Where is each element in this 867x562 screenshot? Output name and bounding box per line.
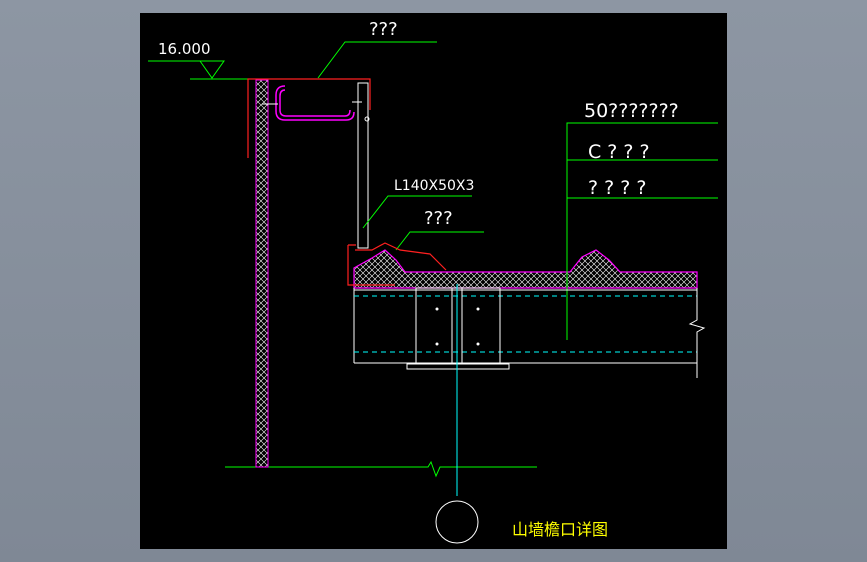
roof-note-2: C ? ? ? bbox=[588, 141, 650, 163]
drawing-title: 山墙檐口详图 bbox=[512, 520, 608, 539]
beam-break bbox=[688, 288, 706, 378]
elevation-label: 16.000 bbox=[158, 40, 211, 58]
c-purlin bbox=[275, 85, 355, 121]
roof-panel bbox=[353, 249, 698, 289]
axis-bubble bbox=[435, 500, 479, 544]
bracket-bolt bbox=[364, 116, 370, 122]
wall-panel bbox=[255, 79, 269, 468]
flash-callout-label: ??? bbox=[424, 208, 453, 229]
eave-flashing bbox=[347, 242, 447, 286]
top-callout-leader bbox=[317, 41, 437, 79]
angle-bracket bbox=[357, 82, 369, 249]
column-bolt-2 bbox=[476, 307, 480, 311]
flash-callout-leader bbox=[395, 231, 484, 251]
detail-drawing: 16.000 ??? L140X50X3 ??? 50??????? C ? ?… bbox=[148, 19, 718, 544]
roof-note-1: 50??????? bbox=[584, 100, 679, 122]
elevation-marker bbox=[199, 60, 225, 79]
column-bolt-1 bbox=[435, 307, 439, 311]
ground-line bbox=[225, 460, 537, 478]
column-bolt-4 bbox=[476, 342, 480, 346]
column-bolt-3 bbox=[435, 342, 439, 346]
roof-note-leader bbox=[566, 122, 718, 340]
roof-note-3: ? ? ? ? bbox=[588, 177, 646, 199]
angle-callout-leader bbox=[362, 195, 472, 229]
angle-callout-label: L140X50X3 bbox=[394, 178, 474, 194]
top-callout-label: ??? bbox=[369, 19, 398, 40]
drawing-canvas: 16.000 ??? L140X50X3 ??? 50??????? C ? ?… bbox=[140, 13, 727, 549]
column-base bbox=[406, 363, 510, 370]
cap-flashing bbox=[247, 78, 371, 158]
